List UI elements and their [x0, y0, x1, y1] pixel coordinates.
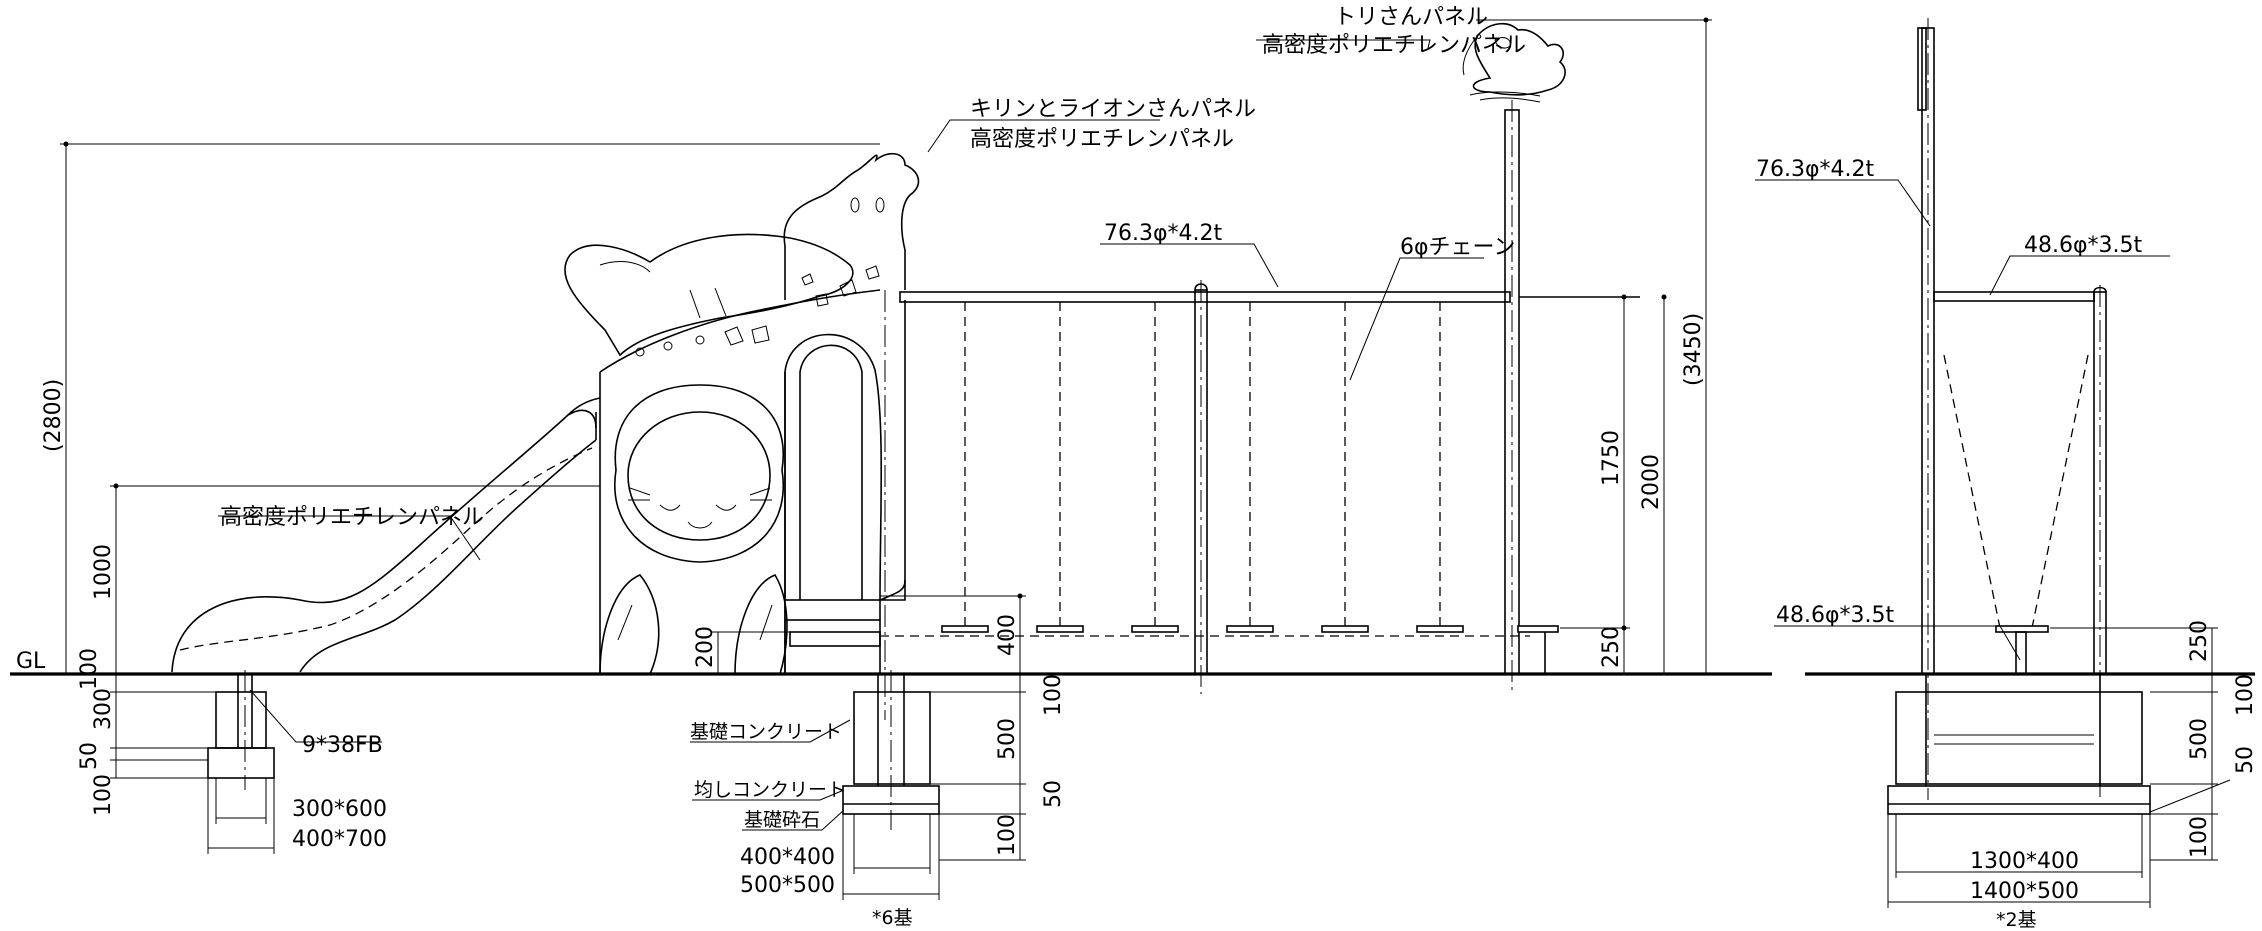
dim-200: 200 [693, 626, 718, 668]
bird-panel-material-label: 高密度ポリエチレンパネル [1262, 33, 1526, 58]
leader-lines [218, 39, 2231, 831]
slide-panel-label: 高密度ポリエチレンパネル [220, 505, 484, 530]
dim-left-50: 50 [77, 742, 102, 770]
footing-a-size-2: 400*700 [292, 827, 387, 852]
bird-panel-label: トリさんパネル [1334, 5, 1488, 30]
dim-right-100b: 100 [2187, 816, 2212, 858]
dim-left-100b: 100 [91, 774, 116, 816]
footing-c-size-1: 1300*400 [1970, 849, 2079, 874]
footing-b-size-2: 500*500 [740, 873, 835, 898]
dim-250: 250 [1599, 626, 1624, 668]
dim-left-100: 100 [77, 648, 102, 690]
play-tower [564, 152, 920, 720]
side-top-pipe-label: 48.6φ*3.5t [2024, 233, 2142, 258]
labels: キリンとライオンさんパネル 高密度ポリエチレンパネル トリさんパネル 高密度ポリ… [220, 5, 2142, 931]
dim-400: 400 [995, 614, 1020, 656]
dim-1000: 1000 [91, 544, 116, 600]
dim-3450: (3450) [1681, 313, 1706, 386]
ground-line: GL [10, 649, 2255, 676]
footing-a-size-1: 300*600 [292, 797, 387, 822]
dimension-lines [60, 17, 2218, 908]
swing-frame [880, 22, 1640, 694]
dim-mid-100b: 100 [995, 814, 1020, 856]
dim-mid-50: 50 [1041, 780, 1066, 808]
dim-2000: 2000 [1639, 454, 1664, 510]
base-gravel-label: 基礎砕石 [744, 809, 820, 831]
foundation-left [207, 670, 275, 790]
slide [171, 397, 601, 673]
side-beam-pipe-label: 76.3φ*4.2t [1756, 157, 1874, 182]
chain-label: 6φチェーン [1400, 235, 1515, 260]
dim-1750: 1750 [1599, 430, 1624, 486]
dim-mid-500: 500 [995, 718, 1020, 760]
footing-b-size-1: 400*400 [740, 845, 835, 870]
beam-pipe-label: 76.3φ*4.2t [1104, 221, 1222, 246]
level-concrete-label: 均しコンクリート [694, 779, 846, 801]
side-post-pipe-label: 48.6φ*3.5t [1776, 603, 1894, 628]
footing-c-count: *2基 [1996, 909, 2037, 931]
footing-b-count: *6基 [872, 907, 913, 929]
side-view [1917, 18, 2107, 800]
dim-2800: (2800) [41, 379, 66, 452]
lion-panel-label: キリンとライオンさんパネル [970, 97, 1256, 122]
dim-right-500: 500 [2187, 718, 2212, 760]
dim-left-300: 300 [91, 688, 116, 730]
lion-panel-material-label: 高密度ポリエチレンパネル [970, 127, 1234, 152]
flat-bar-label: 9*38FB [302, 733, 383, 758]
dim-right-50: 50 [2233, 746, 2258, 774]
footing-c-size-2: 1400*500 [1970, 879, 2079, 904]
dim-mid-100: 100 [1041, 674, 1066, 716]
dim-side-250: 250 [2187, 620, 2212, 662]
dimension-text: (2800) 1000 (3450) 2000 1750 250 400 200… [41, 313, 2258, 858]
gl-label: GL [16, 649, 46, 674]
foundation-right [1887, 674, 2151, 815]
foundation-middle [842, 670, 940, 830]
dim-right-100: 100 [2233, 674, 2258, 716]
base-concrete-label: 基礎コンクリート [690, 721, 842, 743]
